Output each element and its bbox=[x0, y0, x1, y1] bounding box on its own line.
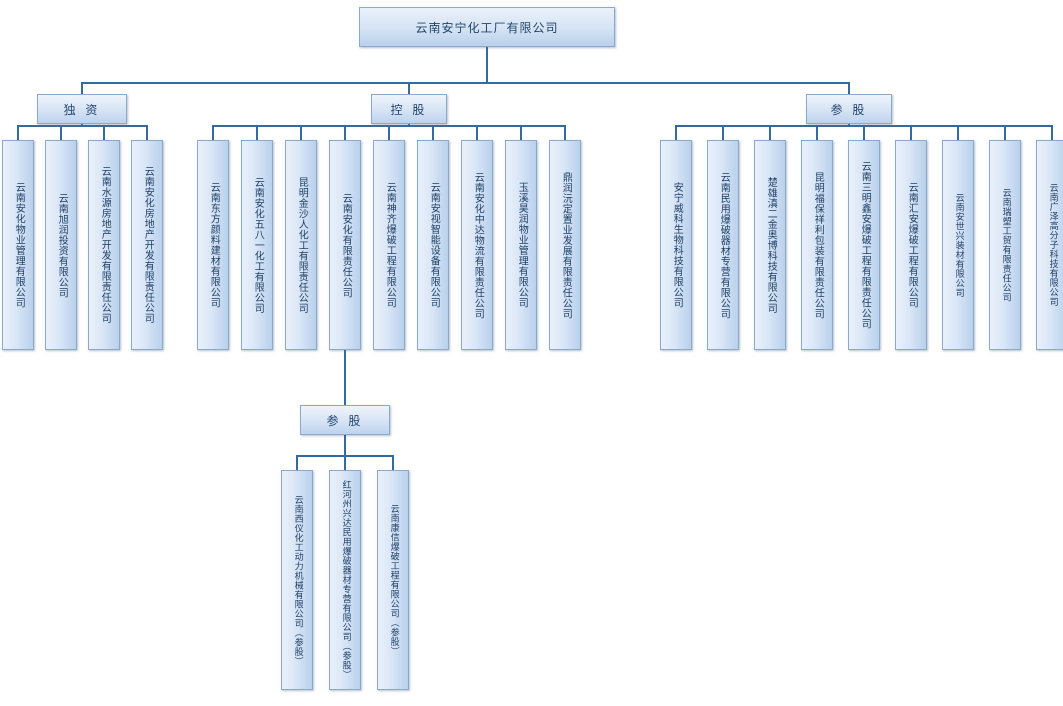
leaf-konggu-3-label: 云南安化有限责任公司 bbox=[340, 192, 352, 298]
leaf-konggu-cangu-2-label: 云南康信爆破工程有限公司（参股） bbox=[388, 504, 399, 656]
category-node-duzi[interactable]: 独 资 bbox=[37, 94, 127, 124]
leaf-cangu-1-label: 云南民用爆破器材专营有限公司 bbox=[718, 171, 730, 319]
connector-cangu-down bbox=[848, 124, 850, 127]
leaf-konggu-1[interactable]: 云南安化五八一化工有限公司 bbox=[241, 140, 273, 350]
connector-konggu-sub-down bbox=[344, 350, 346, 405]
leaf-konggu-cangu-1[interactable]: 红河州兴达民用爆破器材专营有限公司（参股） bbox=[329, 470, 361, 690]
leaf-konggu-7-label: 玉溪昊润物业管理有限公司 bbox=[516, 182, 528, 308]
leaf-duzi-2[interactable]: 云南水源房地产开发有限责任公司 bbox=[88, 140, 120, 350]
connector-konggu-bus bbox=[213, 125, 565, 127]
connector-leaf-duzi-3 bbox=[146, 125, 148, 140]
connector-duzi-up bbox=[81, 82, 83, 94]
connector-leaf-konggu-7 bbox=[520, 125, 522, 140]
leaf-cangu-0-label: 安宁威科生物科技有限公司 bbox=[671, 182, 683, 308]
connector-leaf-cangu-4 bbox=[863, 125, 865, 140]
connector-leaf-cangu-2 bbox=[769, 125, 771, 140]
leaf-konggu-cangu-0[interactable]: 云南西仪化工动力机械有限公司（参股） bbox=[281, 470, 313, 690]
connector-cangu-bus bbox=[676, 125, 1052, 127]
leaf-konggu-5[interactable]: 云南安视智能设备有限公司 bbox=[417, 140, 449, 350]
leaf-konggu-6[interactable]: 云南安化中达物流有限责任公司 bbox=[461, 140, 493, 350]
category-node-konggu[interactable]: 控 股 bbox=[371, 94, 447, 124]
root-node-label: 云南安宁化工厂有限公司 bbox=[415, 20, 559, 35]
leaf-cangu-4[interactable]: 云南三明鑫安爆破工程有限责任公司 bbox=[848, 140, 880, 350]
category-node-konggu-label: 控 股 bbox=[390, 102, 428, 117]
connector-leaf-cangu-3 bbox=[816, 125, 818, 140]
sub-category-node-cangu[interactable]: 参 股 bbox=[300, 405, 390, 435]
connector-leaf-cangu-0 bbox=[675, 125, 677, 140]
leaf-konggu-2[interactable]: 昆明金沙人化工有限责任公司 bbox=[285, 140, 317, 350]
connector-leaf-cangu-7 bbox=[1004, 125, 1006, 140]
connector-leaf-konggu-2 bbox=[300, 125, 302, 140]
connector-leaf-duzi-0 bbox=[17, 125, 19, 140]
connector-leaf-konggu-cangu-0 bbox=[296, 455, 298, 470]
leaf-cangu-5[interactable]: 云南汇安爆破工程有限公司 bbox=[895, 140, 927, 350]
leaf-duzi-1-label: 云南旭润投资有限公司 bbox=[56, 192, 68, 298]
connector-konggu-up bbox=[408, 82, 410, 94]
leaf-cangu-8-label: 云南广泽高分子科技有限公司 bbox=[1047, 183, 1058, 307]
leaf-cangu-6-label: 云南安世兴装材有限公司 bbox=[953, 192, 964, 298]
connector-leaf-konggu-0 bbox=[212, 125, 214, 140]
sub-category-node-cangu-label: 参 股 bbox=[326, 413, 364, 428]
connector-category-bus bbox=[82, 82, 849, 84]
leaf-konggu-7[interactable]: 玉溪昊润物业管理有限公司 bbox=[505, 140, 537, 350]
connector-sub-cangu-down bbox=[344, 435, 346, 457]
leaf-konggu-0-label: 云南东方颜料建材有限公司 bbox=[208, 182, 220, 308]
leaf-konggu-8-label: 鼎润沅定置业发展有限责任公司 bbox=[560, 171, 572, 319]
leaf-konggu-0[interactable]: 云南东方颜料建材有限公司 bbox=[197, 140, 229, 350]
leaf-konggu-cangu-1-label: 红河州兴达民用爆破器材专营有限公司（参股） bbox=[340, 480, 351, 680]
leaf-cangu-0[interactable]: 安宁威科生物科技有限公司 bbox=[660, 140, 692, 350]
connector-leaf-konggu-cangu-1 bbox=[344, 455, 346, 470]
connector-duzi-down bbox=[81, 124, 83, 127]
leaf-duzi-3-label: 云南安化房地产开发有限责任公司 bbox=[142, 166, 154, 324]
leaf-konggu-4-label: 云南神齐爆破工程有限公司 bbox=[384, 182, 396, 308]
leaf-cangu-4-label: 云南三明鑫安爆破工程有限责任公司 bbox=[859, 161, 871, 329]
connector-leaf-cangu-1 bbox=[722, 125, 724, 140]
connector-leaf-konggu-6 bbox=[476, 125, 478, 140]
connector-root-down bbox=[486, 47, 488, 82]
connector-leaf-cangu-8 bbox=[1051, 125, 1053, 140]
leaf-konggu-5-label: 云南安视智能设备有限公司 bbox=[428, 182, 440, 308]
leaf-konggu-cangu-2[interactable]: 云南康信爆破工程有限公司（参股） bbox=[377, 470, 409, 690]
leaf-cangu-6[interactable]: 云南安世兴装材有限公司 bbox=[942, 140, 974, 350]
connector-leaf-duzi-1 bbox=[60, 125, 62, 140]
leaf-cangu-1[interactable]: 云南民用爆破器材专营有限公司 bbox=[707, 140, 739, 350]
connector-cangu-up bbox=[848, 82, 850, 94]
leaf-duzi-0-label: 云南安化物业管理有限公司 bbox=[13, 182, 25, 308]
leaf-konggu-4[interactable]: 云南神齐爆破工程有限公司 bbox=[373, 140, 405, 350]
connector-leaf-konggu-cangu-2 bbox=[392, 455, 394, 470]
connector-leaf-konggu-4 bbox=[388, 125, 390, 140]
leaf-duzi-1[interactable]: 云南旭润投资有限公司 bbox=[45, 140, 77, 350]
leaf-cangu-7[interactable]: 云南瑞塑工贸有限责任公司 bbox=[989, 140, 1021, 350]
leaf-cangu-2[interactable]: 楚雄滇二金奥博科技有限公司 bbox=[754, 140, 786, 350]
leaf-cangu-3-label: 昆明福保祥利包装有限责任公司 bbox=[812, 171, 824, 319]
category-node-duzi-label: 独 资 bbox=[63, 102, 101, 117]
leaf-cangu-5-label: 云南汇安爆破工程有限公司 bbox=[906, 182, 918, 308]
connector-leaf-konggu-3 bbox=[344, 125, 346, 140]
category-node-cangu-label: 参 股 bbox=[830, 102, 868, 117]
connector-leaf-duzi-2 bbox=[103, 125, 105, 140]
leaf-konggu-6-label: 云南安化中达物流有限责任公司 bbox=[472, 171, 484, 319]
connector-leaf-konggu-8 bbox=[564, 125, 566, 140]
connector-leaf-konggu-5 bbox=[432, 125, 434, 140]
connector-konggu-down bbox=[408, 124, 410, 127]
connector-leaf-cangu-6 bbox=[957, 125, 959, 140]
leaf-cangu-8[interactable]: 云南广泽高分子科技有限公司 bbox=[1036, 140, 1063, 350]
leaf-duzi-2-label: 云南水源房地产开发有限责任公司 bbox=[99, 166, 111, 324]
connector-leaf-konggu-1 bbox=[256, 125, 258, 140]
root-node[interactable]: 云南安宁化工厂有限公司 bbox=[359, 7, 615, 47]
leaf-cangu-7-label: 云南瑞塑工贸有限责任公司 bbox=[1000, 188, 1011, 302]
leaf-konggu-1-label: 云南安化五八一化工有限公司 bbox=[252, 176, 264, 314]
leaf-konggu-2-label: 昆明金沙人化工有限责任公司 bbox=[296, 176, 308, 314]
leaf-konggu-8[interactable]: 鼎润沅定置业发展有限责任公司 bbox=[549, 140, 581, 350]
leaf-cangu-2-label: 楚雄滇二金奥博科技有限公司 bbox=[765, 176, 777, 314]
leaf-konggu-3[interactable]: 云南安化有限责任公司 bbox=[329, 140, 361, 350]
leaf-konggu-cangu-0-label: 云南西仪化工动力机械有限公司（参股） bbox=[292, 494, 303, 666]
category-node-cangu[interactable]: 参 股 bbox=[806, 94, 892, 124]
leaf-cangu-3[interactable]: 昆明福保祥利包装有限责任公司 bbox=[801, 140, 833, 350]
connector-leaf-cangu-5 bbox=[910, 125, 912, 140]
leaf-duzi-3[interactable]: 云南安化房地产开发有限责任公司 bbox=[131, 140, 163, 350]
leaf-duzi-0[interactable]: 云南安化物业管理有限公司 bbox=[2, 140, 34, 350]
